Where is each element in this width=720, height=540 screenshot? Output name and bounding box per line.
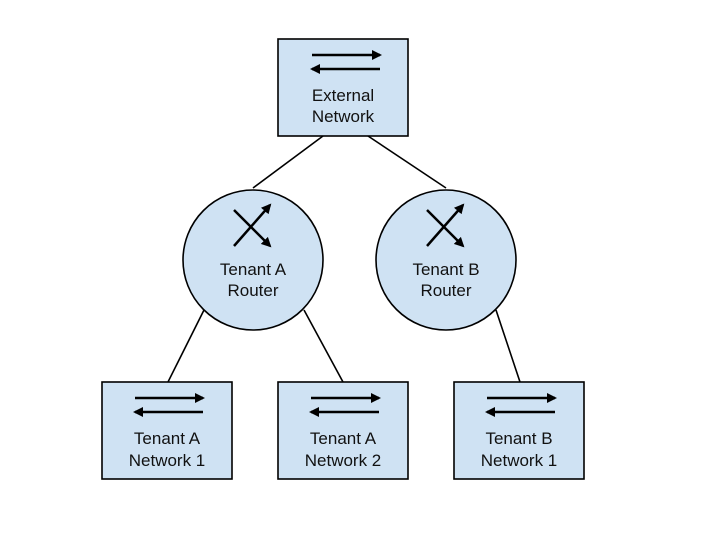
external-network-label-line2: Network xyxy=(312,107,375,126)
tenant-a-network-1-label-line1: Tenant A xyxy=(134,429,201,448)
tenant-b-network-1-label-line1: Tenant B xyxy=(485,429,552,448)
tenant-a-network-2-label-line2: Network 2 xyxy=(305,451,382,470)
tenant-a-router-node[interactable]: Tenant A Router xyxy=(182,189,324,331)
external-network-label-line1: External xyxy=(312,86,374,105)
connections xyxy=(167,135,521,383)
tenant-a-network-2-label-line1: Tenant A xyxy=(310,429,377,448)
tenant-b-network-1-node[interactable]: Tenant B Network 1 xyxy=(453,381,585,480)
tenant-a-network-1-label-line2: Network 1 xyxy=(129,451,206,470)
tenant-b-router-node[interactable]: Tenant B Router xyxy=(375,189,517,331)
tenant-a-network-1-node[interactable]: Tenant A Network 1 xyxy=(101,381,233,480)
switch-arrows-icon xyxy=(309,393,381,417)
switch-arrows-icon xyxy=(485,393,557,417)
switch-arrows-icon xyxy=(133,393,205,417)
switch-arrows-icon xyxy=(310,50,382,74)
tenant-a-router-label-line2: Router xyxy=(227,281,278,300)
router-cross-arrows-icon xyxy=(233,203,272,248)
router-cross-arrows-icon xyxy=(426,203,465,248)
tenant-a-network-2-node[interactable]: Tenant A Network 2 xyxy=(277,381,409,480)
edge-external-to-tenant-a-router xyxy=(252,135,324,189)
tenant-b-router-label-line2: Router xyxy=(420,281,471,300)
edge-external-to-tenant-b-router xyxy=(367,135,447,189)
edge-tenant-a-router-to-network-2 xyxy=(303,309,344,383)
external-network-node[interactable]: External Network xyxy=(277,38,409,137)
tenant-a-router-label-line1: Tenant A xyxy=(220,260,287,279)
tenant-b-network-1-label-line2: Network 1 xyxy=(481,451,558,470)
edge-tenant-a-router-to-network-1 xyxy=(167,309,205,383)
edge-tenant-b-router-to-network-1 xyxy=(495,309,521,383)
tenant-b-router-label-line1: Tenant B xyxy=(412,260,479,279)
